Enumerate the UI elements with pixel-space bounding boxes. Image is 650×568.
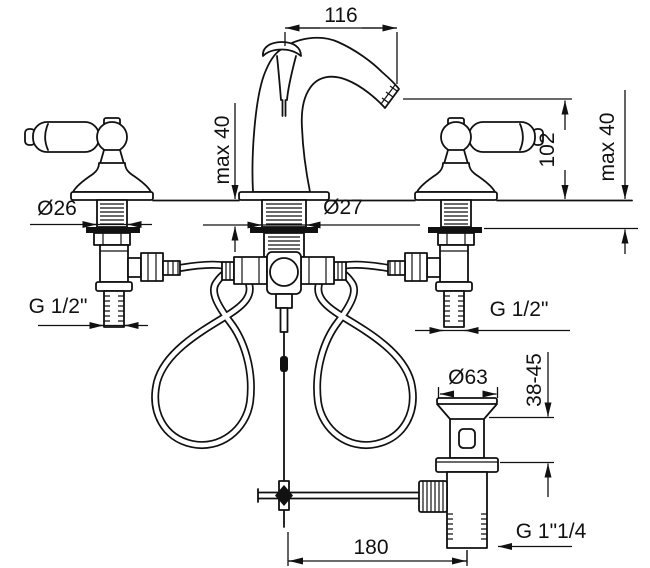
right-supply-hose xyxy=(317,265,413,445)
dim-spout-base-diameter: Ø27 xyxy=(323,196,363,219)
dim-max-deck-left: max 40 xyxy=(211,116,234,185)
dim-spout-height: 102 xyxy=(536,132,559,167)
dimension-annotations: 116 max 40 102 max 40 Ø26 Ø27 G 1/2" xyxy=(29,4,629,566)
left-supply-hose xyxy=(155,265,251,445)
dim-max-deck-right: max 40 xyxy=(596,113,619,182)
dim-waste-thread: G 1"1/4 xyxy=(516,520,587,543)
dim-handle-base-diameter: Ø26 xyxy=(37,197,77,220)
dim-rod-to-waste-distance: 180 xyxy=(353,536,388,559)
dim-inlet-thread-right: G 1/2" xyxy=(490,298,549,321)
dim-waste-plug-diameter: Ø63 xyxy=(448,366,488,389)
tee-and-popup-rod xyxy=(221,232,422,528)
countertop-lines xyxy=(152,199,638,230)
popup-waste-drain xyxy=(418,397,499,563)
dim-inlet-thread-left: G 1/2" xyxy=(29,295,88,318)
right-handle-valve xyxy=(387,117,544,328)
dim-spout-reach: 116 xyxy=(324,4,357,27)
spout xyxy=(238,36,400,233)
dim-waste-height-range: 38-45 xyxy=(523,353,546,407)
lift-rod-knob xyxy=(262,41,302,57)
